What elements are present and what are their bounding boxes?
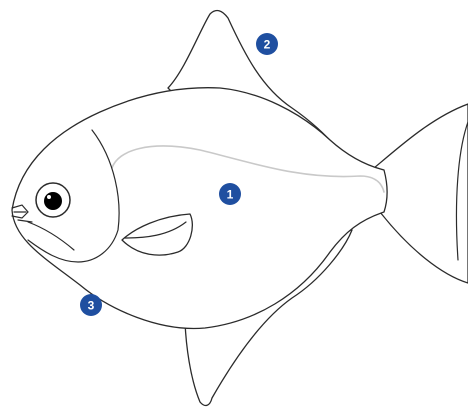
marker-1: 1 [219, 183, 241, 205]
pupil [44, 192, 62, 210]
marker-3: 3 [80, 294, 102, 316]
marker-2: 2 [256, 33, 278, 55]
svg-text:1: 1 [227, 188, 234, 202]
eye-highlight [47, 195, 51, 199]
svg-text:3: 3 [88, 299, 95, 313]
tail-fin [374, 104, 468, 283]
svg-text:2: 2 [264, 38, 271, 52]
